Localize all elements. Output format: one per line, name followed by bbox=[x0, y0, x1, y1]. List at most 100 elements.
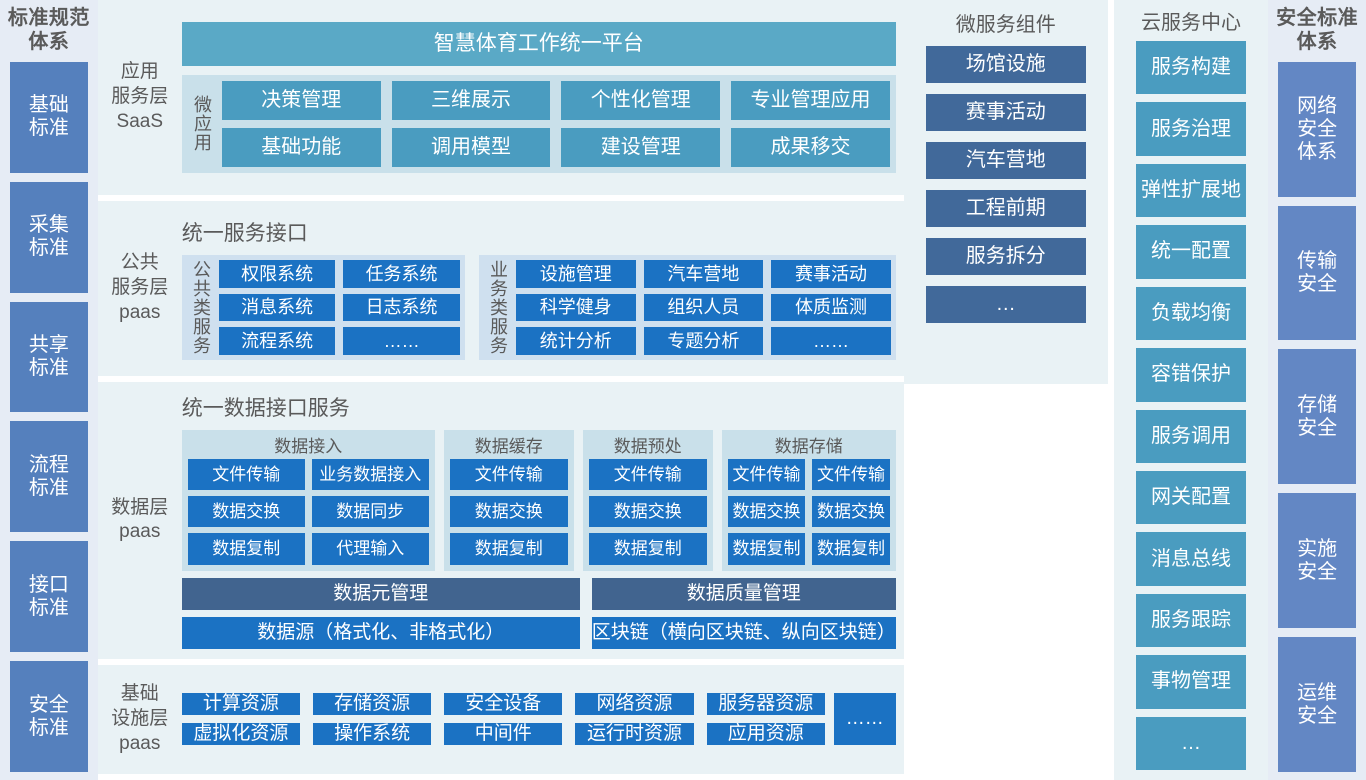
service-business-more[interactable]: …… bbox=[771, 327, 891, 356]
infra-security-device[interactable]: 安全设备 bbox=[444, 693, 563, 716]
common-services-vertical-label: 公共类服务 bbox=[190, 260, 211, 356]
cache-data-exchange[interactable]: 数据交换 bbox=[449, 496, 568, 528]
data-preprocess-title: 数据预处 bbox=[613, 436, 682, 456]
cloud-service-tracing[interactable]: 服务跟踪 bbox=[1135, 593, 1247, 648]
ms-service-splitting[interactable]: 服务拆分 bbox=[925, 238, 1086, 275]
infra-storage-resource[interactable]: 存储资源 bbox=[312, 693, 432, 716]
infra-runtime-resource[interactable]: 运行时资源 bbox=[575, 723, 694, 746]
security-implementation[interactable]: 实施 安全 bbox=[1278, 493, 1357, 629]
infra-network-resource[interactable]: 网络资源 bbox=[575, 693, 694, 716]
service-permission[interactable]: 权限系统 bbox=[218, 260, 336, 288]
ingest-data-sync[interactable]: 数据同步 bbox=[311, 496, 429, 528]
cloud-fault-tolerance[interactable]: 容错保护 bbox=[1135, 348, 1247, 402]
application-layer-section: 应用 服务层 SaaS 智慧体育工作统一平台 微应用 决策管理 三维展示 个性化… bbox=[97, 0, 904, 195]
service-statistical-analysis[interactable]: 统计分析 bbox=[515, 327, 636, 356]
infra-server-resource[interactable]: 服务器资源 bbox=[706, 693, 825, 716]
infra-compute-resource[interactable]: 计算资源 bbox=[181, 693, 300, 716]
service-thematic-analysis[interactable]: 专题分析 bbox=[643, 327, 764, 356]
service-physique-monitoring[interactable]: 体质监测 bbox=[771, 293, 891, 322]
storage-data-exchange-1[interactable]: 数据交换 bbox=[727, 496, 806, 528]
preprocess-data-replication[interactable]: 数据复制 bbox=[588, 533, 707, 565]
standards-item-sharing[interactable]: 共享 标准 bbox=[9, 301, 88, 413]
preprocess-file-transfer[interactable]: 文件传输 bbox=[588, 458, 707, 491]
cloud-unified-configuration[interactable]: 统一配置 bbox=[1135, 225, 1247, 279]
standards-item-interface[interactable]: 接口 标准 bbox=[9, 541, 88, 653]
business-services-card: 业务类服务 设施管理 汽车营地 赛事活动 科学健身 组织人员 体质监测 bbox=[478, 255, 896, 361]
service-task[interactable]: 任务系统 bbox=[343, 260, 460, 288]
cache-file-transfer[interactable]: 文件传输 bbox=[449, 458, 568, 491]
cloud-load-balancing[interactable]: 负载均衡 bbox=[1135, 286, 1247, 341]
app-construction-management[interactable]: 建设管理 bbox=[561, 127, 721, 167]
app-model-invocation[interactable]: 调用模型 bbox=[391, 127, 551, 167]
storage-file-transfer-2[interactable]: 文件传输 bbox=[812, 458, 890, 491]
cloud-message-bus[interactable]: 消息总线 bbox=[1135, 532, 1247, 586]
infra-virtualization-resource[interactable]: 虚拟化资源 bbox=[181, 723, 300, 746]
app-professional-management[interactable]: 专业管理应用 bbox=[731, 80, 890, 120]
cloud-gateway-configuration[interactable]: 网关配置 bbox=[1135, 470, 1247, 525]
security-storage[interactable]: 存储 安全 bbox=[1278, 349, 1357, 485]
storage-data-replication-1[interactable]: 数据复制 bbox=[727, 533, 806, 565]
storage-data-replication-2[interactable]: 数据复制 bbox=[812, 533, 890, 565]
unified-data-interface-banner: 统一数据接口服务 bbox=[181, 396, 350, 420]
app-basic-function[interactable]: 基础功能 bbox=[221, 127, 381, 167]
service-rv-camp[interactable]: 汽车营地 bbox=[643, 260, 764, 288]
infra-more[interactable]: …… bbox=[833, 693, 896, 746]
standards-item-process[interactable]: 流程 标准 bbox=[9, 421, 88, 533]
common-services-row-3: 流程系统 …… bbox=[218, 327, 460, 356]
cloud-elastic-scaling[interactable]: 弹性扩展地 bbox=[1135, 163, 1247, 218]
infrastructure-row-2: 虚拟化资源 操作系统 中间件 运行时资源 应用资源 bbox=[181, 723, 825, 746]
storage-file-transfer-1[interactable]: 文件传输 bbox=[727, 458, 806, 491]
standards-item-collection[interactable]: 采集 标准 bbox=[9, 181, 88, 293]
ingest-business-data[interactable]: 业务数据接入 bbox=[311, 458, 429, 491]
cloud-service-build[interactable]: 服务构建 bbox=[1135, 41, 1247, 95]
ms-more[interactable]: … bbox=[925, 286, 1086, 323]
micro-apps-container: 微应用 决策管理 三维展示 个性化管理 专业管理应用 基础功能 调用模型 建设管… bbox=[181, 74, 896, 173]
service-organization-personnel[interactable]: 组织人员 bbox=[643, 293, 764, 322]
data-source-band[interactable]: 数据源（格式化、非格式化） bbox=[181, 616, 580, 649]
cloud-service-column: 云服务中心 服务构建 服务治理 弹性扩展地 统一配置 负载均衡 容错保护 服务调… bbox=[1113, 0, 1269, 780]
service-event-activity[interactable]: 赛事活动 bbox=[771, 260, 891, 288]
infra-middleware[interactable]: 中间件 bbox=[444, 723, 563, 746]
security-network-system[interactable]: 网络 安全 体系 bbox=[1278, 61, 1357, 197]
service-facility-management[interactable]: 设施管理 bbox=[515, 260, 636, 288]
standards-item-security[interactable]: 安全 标准 bbox=[9, 661, 88, 773]
ms-rv-camp[interactable]: 汽车营地 bbox=[925, 142, 1086, 179]
ms-event-activity[interactable]: 赛事活动 bbox=[925, 94, 1086, 131]
security-operations[interactable]: 运维 安全 bbox=[1278, 637, 1357, 772]
service-scientific-fitness[interactable]: 科学健身 bbox=[515, 293, 636, 322]
ms-project-preliminary[interactable]: 工程前期 bbox=[925, 190, 1086, 227]
security-transmission[interactable]: 传输 安全 bbox=[1278, 205, 1357, 341]
app-personalized-management[interactable]: 个性化管理 bbox=[561, 80, 721, 120]
preprocess-data-exchange[interactable]: 数据交换 bbox=[588, 496, 707, 528]
service-log[interactable]: 日志系统 bbox=[343, 293, 460, 322]
center-stack: 应用 服务层 SaaS 智慧体育工作统一平台 微应用 决策管理 三维展示 个性化… bbox=[97, 0, 904, 780]
infra-application-resource[interactable]: 应用资源 bbox=[706, 723, 825, 746]
cloud-more[interactable]: … bbox=[1135, 716, 1247, 771]
common-services-row-1: 权限系统 任务系统 bbox=[218, 260, 460, 288]
service-workflow[interactable]: 流程系统 bbox=[218, 327, 336, 356]
metadata-management-band[interactable]: 数据元管理 bbox=[181, 577, 580, 610]
service-common-more[interactable]: …… bbox=[343, 327, 460, 356]
ingest-data-exchange[interactable]: 数据交换 bbox=[187, 496, 305, 528]
business-services-row-2: 科学健身 组织人员 体质监测 bbox=[515, 293, 891, 322]
cloud-service-governance[interactable]: 服务治理 bbox=[1135, 102, 1247, 156]
service-message[interactable]: 消息系统 bbox=[218, 293, 336, 322]
ingest-file-transfer[interactable]: 文件传输 bbox=[187, 458, 305, 491]
app-decision-management[interactable]: 决策管理 bbox=[221, 80, 381, 120]
blockchain-band[interactable]: 区块链（横向区块链、纵向区块链） bbox=[591, 616, 896, 649]
data-quality-management-band[interactable]: 数据质量管理 bbox=[591, 577, 896, 610]
microservice-column: 微服务组件 场馆设施 赛事活动 汽车营地 工程前期 服务拆分 … bbox=[903, 0, 1108, 384]
ingest-data-replication[interactable]: 数据复制 bbox=[187, 533, 305, 565]
cloud-transaction-management[interactable]: 事物管理 bbox=[1135, 655, 1247, 709]
ms-venue-facility[interactable]: 场馆设施 bbox=[925, 46, 1086, 83]
storage-data-exchange-2[interactable]: 数据交换 bbox=[812, 496, 890, 528]
ingest-agent-input[interactable]: 代理输入 bbox=[311, 533, 429, 565]
common-services-card: 公共类服务 权限系统 任务系统 消息系统 日志系统 流程系统 bbox=[181, 255, 465, 361]
app-results-handover[interactable]: 成果移交 bbox=[731, 127, 890, 167]
standards-item-basic[interactable]: 基础 标准 bbox=[9, 61, 88, 173]
platform-banner: 智慧体育工作统一平台 bbox=[181, 21, 896, 66]
infra-operating-system[interactable]: 操作系统 bbox=[312, 723, 432, 746]
cache-data-replication[interactable]: 数据复制 bbox=[449, 533, 568, 565]
cloud-service-invocation[interactable]: 服务调用 bbox=[1135, 409, 1247, 463]
app-3d-display[interactable]: 三维展示 bbox=[391, 80, 551, 120]
